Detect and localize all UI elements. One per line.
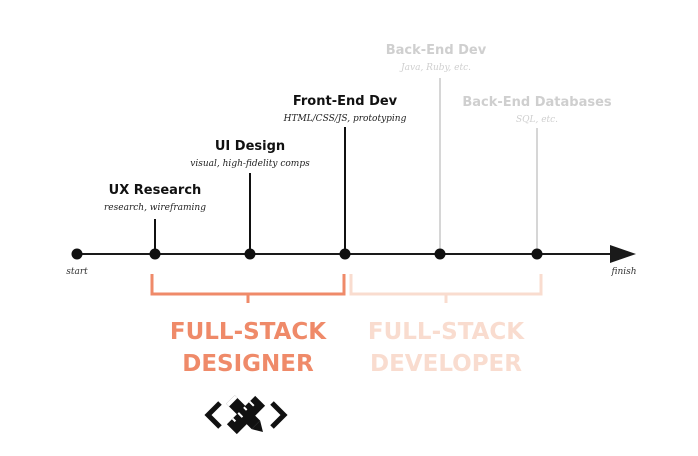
databases-title: Back-End Databases — [462, 95, 612, 110]
designer-label-line1: FULL-STACK — [170, 319, 327, 345]
databases-dot — [531, 248, 543, 260]
front-end-title: Front-End Dev — [293, 94, 398, 109]
ux-research-dot — [149, 248, 161, 260]
developer-label-line1: FULL-STACK — [368, 319, 525, 345]
start-label: start — [66, 267, 88, 277]
ux-research-subtitle: research, wireframing — [104, 203, 206, 213]
developer-bracket — [349, 274, 543, 303]
ui-design-dot — [244, 248, 256, 260]
back-end-dot — [434, 248, 446, 260]
front-end-subtitle: HTML/CSS/JS, prototyping — [283, 114, 407, 124]
databases-subtitle: SQL, etc. — [516, 115, 558, 125]
ui-design-title: UI Design — [215, 139, 285, 154]
developer-label-line2: DEVELOPER — [370, 351, 522, 377]
pencil-ruler-code-icon — [204, 395, 288, 435]
start-dot — [71, 248, 83, 260]
designer-bracket — [150, 274, 346, 303]
timeline-arrowhead — [610, 245, 636, 263]
finish-label: finish — [610, 267, 636, 277]
back-end-title: Back-End Dev — [386, 43, 487, 58]
designer-label-line2: DESIGNER — [182, 351, 314, 377]
ux-research-title: UX Research — [109, 183, 202, 198]
back-end-subtitle: Java, Ruby, etc. — [399, 63, 471, 73]
front-end-dot — [339, 248, 351, 260]
ui-design-subtitle: visual, high-fidelity comps — [190, 159, 310, 169]
